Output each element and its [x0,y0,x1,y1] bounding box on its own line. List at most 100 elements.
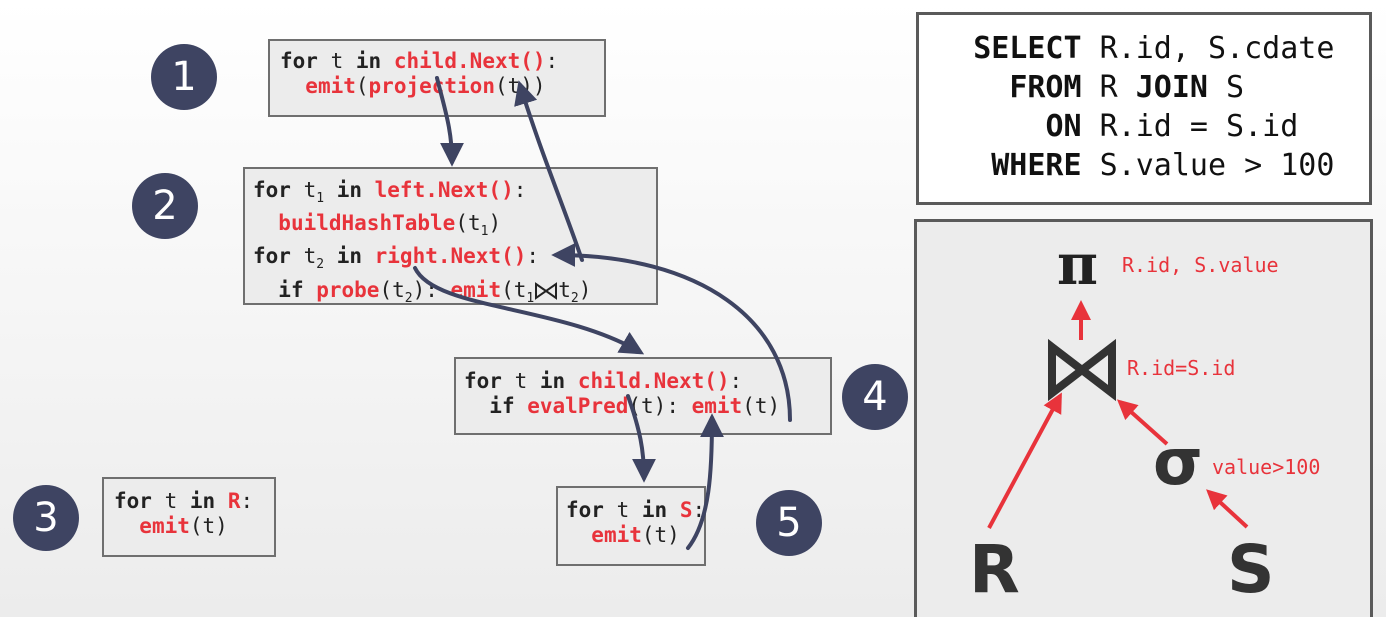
subscript: 2 [316,257,325,273]
keyword-in: in [355,49,382,73]
step-badge-4: 4 [842,364,908,430]
subscript: 1 [316,191,325,207]
subscript: 2 [404,290,413,306]
args: (t) [742,394,781,418]
emit-call: emit [139,514,190,538]
keyword-if: if [489,394,515,418]
args: (t): [628,394,692,418]
join-icon [535,281,558,300]
sql-line-on: ON R.id = S.id [919,109,1298,144]
subscript: 1 [480,224,489,240]
paren: ) [578,277,592,302]
flow-arrow-2-to-1 [514,80,584,262]
step-badge-1: 1 [151,44,217,110]
keyword-for: for [253,244,291,269]
sql-line-from: FROM R JOIN S [919,70,1244,105]
args: (t) [189,514,228,538]
edge-sigma-to-join [1117,399,1169,446]
sql-query-box: SELECT R.id, S.cdate FROM R JOIN S ON R.… [916,12,1372,205]
flow-arrow-4-to-5 [626,394,656,483]
sql-select-list: R.id, S.cdate [1081,31,1335,66]
args: (t) [641,523,680,547]
emit-call: emit [305,74,356,98]
subscript: 2 [570,290,579,306]
relation-r-leaf: R [969,531,1020,608]
colon: : [526,244,540,269]
relation-r: R [215,489,241,513]
keyword-for: for [464,369,502,393]
var-t: t [290,244,317,269]
sql-keyword-from: FROM [1009,70,1082,105]
subscript: 1 [526,290,535,306]
emit-call: emit [591,523,642,547]
child-next-call: child.Next() [565,369,730,393]
pi-operator-icon: π [1057,232,1098,298]
flow-arrow-4-to-2 [551,243,792,422]
edge-r-to-join [987,392,1062,529]
sql-join-condition: R.id = S.id [1081,109,1299,144]
paren: ) [488,211,502,236]
relation-s-leaf: S [1227,531,1275,608]
operator-2-hash-join-box: for t1 in left.Next(): buildHashTable(t1… [243,167,658,306]
var-t: t [290,178,317,202]
left-next-call: left.Next() [362,178,514,202]
keyword-for: for [280,49,318,73]
right-next-call: right.Next() [362,244,527,269]
keyword-in: in [189,489,216,513]
eval-pred-call: evalPred [514,394,629,418]
operator-5-scan-s-box: for t in S: emit(t) [556,486,706,566]
sigma-label: value>100 [1212,455,1320,479]
build-hash-table-call: buildHashTable [278,211,456,236]
join-operator-icon [1048,338,1116,402]
colon: : [545,49,559,73]
var-t: t [558,277,571,302]
sql-line-select: SELECT R.id, S.cdate [919,31,1334,66]
sql-predicate: S.value > 100 [1081,148,1335,183]
sigma-operator-icon: σ [1153,426,1203,500]
keyword-in: in [324,244,362,269]
keyword-in: in [539,369,566,393]
join-label: R.id=S.id [1127,356,1235,380]
sql-keyword-join: JOIN [1135,70,1208,105]
keyword-in: in [324,178,362,202]
step-badge-5: 5 [756,490,822,556]
operator-4-filter-box: for t in child.Next(): if evalPred(t): e… [454,357,832,435]
relation-s: S [667,498,693,522]
sql-table-s: S [1208,70,1245,105]
operator-3-scan-r-box: for t in R: emit(t) [102,477,276,557]
pi-label: R.id, S.value [1122,253,1279,277]
var-t: t [317,49,356,73]
colon: : [240,489,254,513]
keyword-for: for [114,489,152,513]
flow-arrow-2-to-4 [413,266,645,355]
keyword-in: in [641,498,668,522]
var-t: t [603,498,642,522]
var-t: t [151,489,190,513]
paren: ( [355,74,369,98]
operator-1-projection-box: for t in child.Next(): emit(projection(t… [268,39,606,117]
sql-keyword-where: WHERE [991,148,1082,183]
sql-table-r: R [1081,70,1136,105]
flow-arrow-1-to-2 [435,76,464,167]
step-badge-2: 2 [132,173,198,239]
keyword-for: for [566,498,604,522]
sql-keyword-on: ON [1045,109,1082,144]
flow-arrow-5-to-4 [686,413,724,550]
child-next-call: child.Next() [381,49,546,73]
args: (t [455,211,481,236]
sql-line-where: WHERE S.value > 100 [919,148,1334,183]
args: (t [501,277,527,302]
keyword-if: if [278,277,304,302]
args: (t [379,277,405,302]
step-badge-3: 3 [13,485,79,551]
colon: : [513,178,527,202]
edge-s-to-sigma [1206,489,1249,529]
projection-call: projection [368,74,495,98]
var-t: t [501,369,540,393]
colon: : [729,369,743,393]
sql-keyword-select: SELECT [973,31,1082,66]
query-plan-panel: π R.id, S.value R.id=S.id σ value>100 R … [914,219,1373,617]
keyword-for: for [253,178,291,202]
query-plan-tree: π R.id, S.value R.id=S.id σ value>100 R … [969,232,1320,608]
